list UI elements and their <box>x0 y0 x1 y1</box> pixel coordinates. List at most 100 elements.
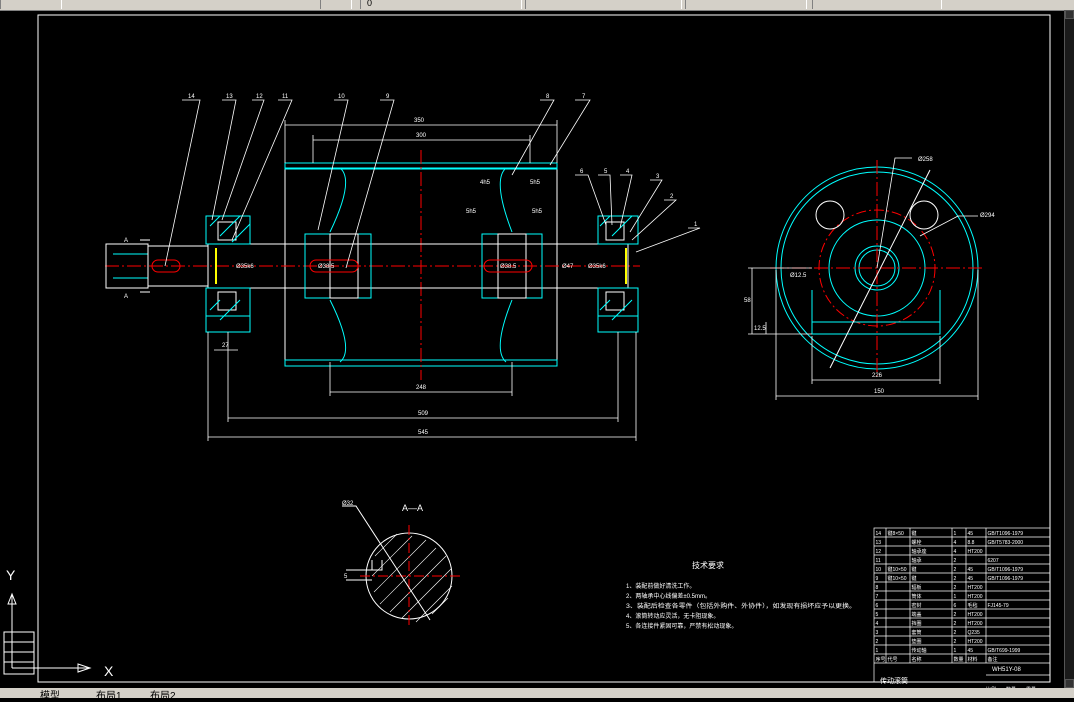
title-block-cell: GB/T699-1999 <box>988 648 1021 654</box>
linetype-combo[interactable] <box>525 0 682 9</box>
title-block-cell: 2 <box>954 612 957 618</box>
dim-58: 58 <box>744 298 751 304</box>
tech-notes: 1、装配前做好清洗工作。 2、两轴承中心线偏差±0.5mm。 3、装配后检查各零… <box>626 582 856 630</box>
dim-38-5-left: Ø38.5 <box>318 264 335 270</box>
title-block-cell: 2 <box>954 567 957 573</box>
section-mark-top: A <box>124 238 128 244</box>
title-block-cell: 6 <box>954 603 957 609</box>
lineweight-combo[interactable] <box>685 0 807 9</box>
part-label-4: 4 <box>626 169 630 175</box>
part-label-10: 10 <box>338 94 345 100</box>
drum-side-view <box>770 160 985 376</box>
title-block-cell: 端盖 <box>912 611 922 618</box>
title-block-cell: HT200 <box>968 585 983 591</box>
dim-248: 248 <box>416 385 427 391</box>
title-block-cell: 14 <box>876 531 882 537</box>
title-block-cell: 键10×50 <box>888 566 907 573</box>
layer-tool-button[interactable] <box>320 0 352 9</box>
drawing-number: WH51Y-08 <box>992 667 1021 673</box>
title-block-cell: 键8×50 <box>888 530 904 537</box>
tab-layout2[interactable]: 布局2 <box>150 691 176 702</box>
title-block-cell: 1 <box>954 648 957 654</box>
title-block-cell: 5 <box>876 612 879 618</box>
title-block-header: 材料 <box>968 656 978 663</box>
drawing-canvas[interactable]: 350 300 248 509 545 27 Ø35k6 Ø35k6 Ø38.5… <box>0 10 1065 688</box>
title-block-cell: 2 <box>954 585 957 591</box>
title-block-cell: 2 <box>954 576 957 582</box>
title-block-cell: 8.8 <box>968 540 975 546</box>
title-block-cell: 2 <box>954 621 957 627</box>
title-block-cell: GB/T1096-1979 <box>988 576 1024 582</box>
title-block-cell: 7 <box>876 594 879 600</box>
dim-5h5-c: 5h5 <box>532 209 543 215</box>
part-label-7: 7 <box>582 94 586 100</box>
toolbar-icons[interactable] <box>0 0 62 9</box>
dim-38-5-right: Ø38.5 <box>500 264 517 270</box>
vertical-scrollbar[interactable] <box>1064 10 1074 688</box>
title-block-cell: FJ145-79 <box>988 603 1009 609</box>
part-label-9: 9 <box>386 94 390 100</box>
dim-5h5-b: 5h5 <box>466 209 477 215</box>
part-leaders <box>164 99 701 269</box>
dim-32: Ø32 <box>342 501 354 507</box>
title-block-cell: 8 <box>876 585 879 591</box>
tech-note-5: 5、各连接件紧固可靠，严禁有松动现象。 <box>626 622 737 630</box>
title-block-cell: 筒体 <box>912 593 922 600</box>
title-block-cell: 2 <box>954 639 957 645</box>
title-block-header: 备注 <box>988 656 998 663</box>
title-block-cell: 挡圈 <box>912 620 922 627</box>
layer-combo-value: 0 <box>367 0 373 8</box>
scroll-down-button[interactable] <box>1065 679 1074 688</box>
title-block-cell: HT200 <box>968 594 983 600</box>
axis-y-label: Y <box>6 567 16 583</box>
title-block-cell: 键 <box>912 566 917 573</box>
title-block-cell: 45 <box>968 567 974 573</box>
title-block-cell: 1 <box>954 531 957 537</box>
dim-5: 5 <box>344 574 348 580</box>
title-block-cell: 轴承 <box>912 557 922 564</box>
dim-35k6-right: Ø35k6 <box>588 264 606 270</box>
layer-combo[interactable]: 0 <box>360 0 522 9</box>
drum-section-view <box>105 150 640 380</box>
plotstyle-combo[interactable] <box>812 0 942 9</box>
title-block-cell: 2 <box>954 630 957 636</box>
title-block-cell: 9 <box>876 576 879 582</box>
dim-150: 150 <box>874 389 885 395</box>
title-block-cell: 毛毡 <box>968 602 978 609</box>
title-block-cell: 12 <box>876 549 882 555</box>
part-label-6: 6 <box>580 169 584 175</box>
title-block-cell: 螺栓 <box>912 539 922 546</box>
title-block-cell: 键10×50 <box>888 575 907 582</box>
title-block-cell: 1 <box>876 648 879 654</box>
title-block-cell: 套筒 <box>912 629 922 636</box>
dim-12-5-hole: Ø12.5 <box>790 273 807 279</box>
title-block-cell: 键 <box>912 575 917 582</box>
title-block-cell: 45 <box>968 648 974 654</box>
title-block-cell: 45 <box>968 576 974 582</box>
title-block-cell: GB/T1096-1979 <box>988 567 1024 573</box>
dim-509: 509 <box>418 411 429 417</box>
title-block-header: 代号 <box>888 656 898 663</box>
title-block-cell: 6207 <box>988 558 999 564</box>
tech-note-3: 3、装配后检查各零件（包括外购件、外协件），如发现有损坏应予以更换。 <box>626 602 856 610</box>
title-block-cell: 11 <box>876 558 881 564</box>
title-block-cell: 2 <box>954 558 957 564</box>
title-block-cell: 垫圈 <box>912 638 922 645</box>
title-block-cell: 轴承座 <box>912 548 927 555</box>
title-block-cell: 10 <box>876 567 882 573</box>
dim-12-5: 12.5 <box>754 326 766 332</box>
part-label-13: 13 <box>226 94 233 100</box>
scroll-up-button[interactable] <box>1065 10 1074 19</box>
dim-258: Ø258 <box>918 157 933 163</box>
title-block-cell: HT200 <box>968 549 983 555</box>
tab-layout1[interactable]: 布局1 <box>96 691 122 702</box>
tab-model[interactable]: 模型 <box>40 691 60 702</box>
title-block-header: 数量 <box>954 656 964 663</box>
part-label-3: 3 <box>656 174 660 180</box>
dim-4h5: 4h5 <box>480 180 491 186</box>
title-block-header: 序号 <box>876 656 886 663</box>
dim-545: 545 <box>418 430 429 436</box>
dim-47: Ø47 <box>562 264 574 270</box>
side-dimensions <box>748 157 979 400</box>
